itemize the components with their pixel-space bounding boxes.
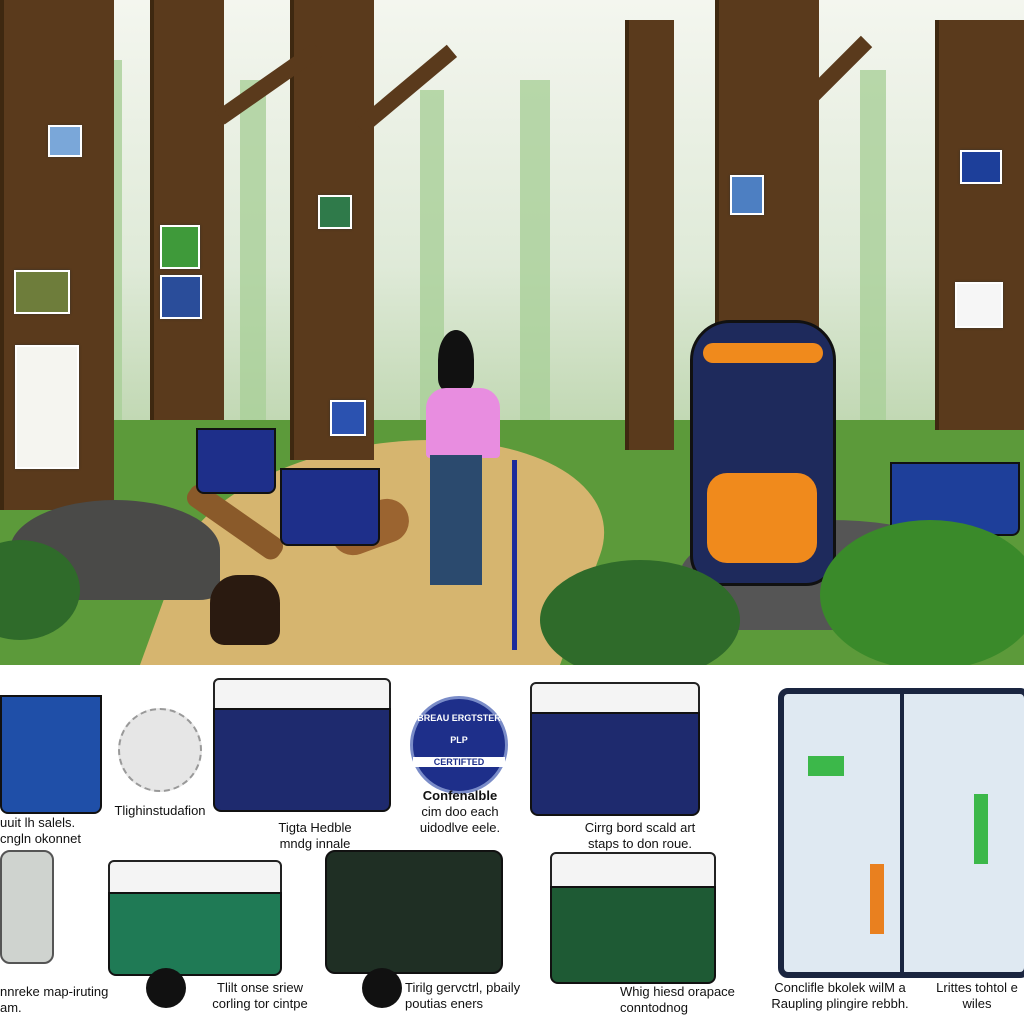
certified-badge: BREAU ERGTSTER PLP CERTIFTED <box>410 696 508 794</box>
wheel-icon <box>146 968 186 1008</box>
seal-icon <box>118 708 202 792</box>
cooler-product <box>550 886 716 984</box>
poster-icon <box>15 345 79 469</box>
cooler-product <box>325 850 503 974</box>
background-tree <box>520 80 550 440</box>
cooler-lid <box>213 678 391 710</box>
forest-scene <box>0 0 1024 665</box>
badge-middle: PLP <box>450 735 468 745</box>
cooler-product <box>0 695 102 814</box>
photo-icon <box>160 225 200 269</box>
cooler-lid <box>108 860 282 894</box>
background-tree <box>860 70 886 430</box>
backpack-icon <box>690 320 836 586</box>
caption: Tlighinstudafion <box>114 803 206 818</box>
cooler-icon <box>196 428 276 494</box>
bear-icon <box>210 575 280 645</box>
background-tree <box>240 80 266 440</box>
cooler-icon <box>280 468 380 546</box>
poster-icon <box>955 282 1003 328</box>
photo-icon <box>330 400 366 436</box>
tree-trunk <box>935 20 1024 430</box>
photo-icon <box>318 195 352 229</box>
caption: uuit lh salels.cngln okonnet <box>0 815 81 846</box>
fern <box>540 560 740 665</box>
hiker-icon <box>410 330 520 650</box>
fern <box>820 520 1024 665</box>
cooler-lid <box>550 852 716 888</box>
cooler-product <box>0 850 54 964</box>
badge-bottom: CERTIFTED <box>413 757 505 767</box>
fridge-icon <box>778 688 1024 978</box>
photo-icon <box>730 175 764 215</box>
tree-trunk <box>150 0 224 420</box>
photo-icon <box>160 275 202 319</box>
badge-top: BREAU ERGTSTER <box>417 713 501 723</box>
tree-trunk <box>290 0 374 460</box>
cooler-product <box>108 892 282 976</box>
photo-icon <box>960 150 1002 184</box>
photo-icon <box>14 270 70 314</box>
cooler-product <box>213 708 391 812</box>
tree-trunk <box>625 20 674 450</box>
photo-icon <box>48 125 82 157</box>
cooler-product <box>530 712 700 816</box>
cooler-lid <box>530 682 700 714</box>
wheel-icon <box>362 968 402 1008</box>
